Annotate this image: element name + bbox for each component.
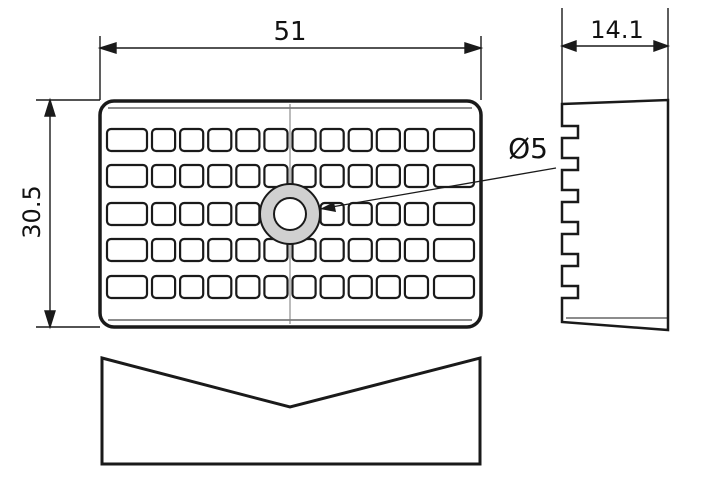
grid-cell [291, 274, 317, 300]
grid-cell [432, 237, 476, 263]
grid-cell [179, 237, 205, 263]
grid-cell [375, 274, 401, 300]
height-dimension [36, 97, 100, 330]
grid-cell [179, 163, 205, 189]
depth-arrow-left [559, 40, 577, 52]
grid-cell [403, 237, 430, 263]
hole-leader-line [319, 167, 557, 210]
width-label: 51 [273, 17, 306, 47]
height-label: 30.5 [18, 185, 46, 238]
grid-cell [105, 274, 149, 300]
grid-cell [347, 237, 373, 263]
grid-cell [207, 163, 233, 189]
center-hole [273, 197, 307, 231]
grid-cell [179, 201, 205, 227]
grid-cell [347, 201, 373, 227]
grid-cell [235, 127, 261, 153]
grid-cell [235, 163, 261, 189]
grid-cell [179, 127, 205, 153]
grid-cell [150, 163, 177, 189]
grid-cell [403, 127, 430, 153]
grid-cell [263, 274, 289, 300]
grid-cell [207, 201, 233, 227]
width-arrow-right [464, 42, 484, 54]
grid-cell [319, 127, 345, 153]
grid-cell [347, 163, 373, 189]
grid-cell [179, 274, 205, 300]
grid-cell [291, 127, 317, 153]
grid-cell [347, 274, 373, 300]
grid-cell [319, 274, 345, 300]
hole-leader [319, 167, 557, 210]
side-view [560, 98, 670, 332]
front-view [98, 99, 483, 329]
grid-cell [105, 127, 149, 153]
grid-cell [375, 201, 401, 227]
grid-cell [403, 201, 430, 227]
grid-cell [150, 201, 177, 227]
depth-dimension [559, 8, 671, 104]
grid-cell [105, 201, 149, 227]
grid-cell [403, 274, 430, 300]
grid-cell [375, 237, 401, 263]
grid-cell [432, 274, 476, 300]
grid-cell [432, 163, 476, 189]
bottom-view [100, 356, 482, 466]
grid-cell [207, 274, 233, 300]
height-arrow-bottom [44, 310, 56, 330]
grid-cell [150, 274, 177, 300]
grid-cell [319, 163, 345, 189]
grid-cell [375, 127, 401, 153]
height-arrow-top [44, 97, 56, 117]
grid-cell [375, 163, 401, 189]
grid-cell [105, 237, 149, 263]
grid-cell [263, 127, 289, 153]
side-view-outline [560, 98, 670, 332]
grid-cell [319, 237, 345, 263]
width-dimension [97, 36, 484, 100]
depth-label: 14.1 [590, 16, 643, 44]
hole-diameter-label: Ø5 [508, 132, 548, 165]
grid-cell [105, 163, 149, 189]
grid-cell [432, 201, 476, 227]
hole-leader-arrow [320, 202, 336, 212]
grid-cell [347, 127, 373, 153]
grid-cell [150, 237, 177, 263]
depth-arrow-right [653, 40, 671, 52]
grid-cell [235, 237, 261, 263]
grid-cell [403, 163, 430, 189]
bottom-view-outline [100, 356, 482, 466]
grid-cell [235, 201, 261, 227]
grid-cell [235, 274, 261, 300]
grid-cell [432, 127, 476, 153]
grid-cell [207, 237, 233, 263]
width-arrow-left [97, 42, 117, 54]
grid-cell [150, 127, 177, 153]
grid-cell [207, 127, 233, 153]
